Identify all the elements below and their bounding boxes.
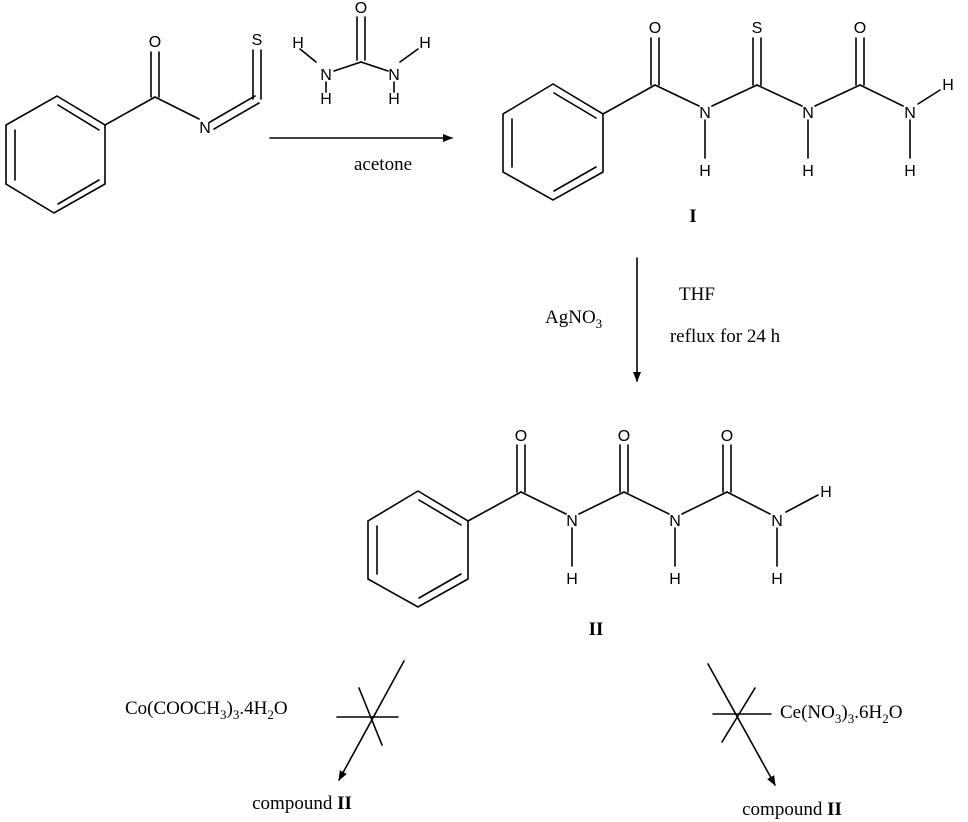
step2-reagent: AgNO3 <box>545 307 602 331</box>
oxygen-atom: O <box>355 0 367 17</box>
compound-II-structure: O N H O N H O N H H <box>367 428 832 608</box>
urea-reagent: O H N H N H H <box>292 0 431 108</box>
hydrogen-atom: H <box>802 163 814 180</box>
failed-reaction-cerium: Ce(NO3)3.6H2O compound II <box>707 663 902 820</box>
compound-I-structure: O N H S N H O N H H <box>502 20 954 201</box>
cobalt-reagent: Co(COOCH3)3.4H2O <box>125 698 288 722</box>
oxygen-atom: O <box>149 34 161 51</box>
cobalt-product: compound II <box>252 793 352 814</box>
nitrogen-atom: N <box>802 105 814 122</box>
nitrogen-atom: N <box>669 513 681 530</box>
hydrogen-atom: H <box>699 163 711 180</box>
compound-II-label: II <box>589 619 604 640</box>
step2-conditions: reflux for 24 h <box>670 326 781 347</box>
oxygen-atom: O <box>721 428 733 445</box>
hydrogen-atom: H <box>566 571 578 588</box>
benzoyl-isothiocyanate: O N S <box>5 32 263 214</box>
sulfur-atom: S <box>752 20 763 37</box>
hydrogen-atom: H <box>904 163 916 180</box>
blocked-cross-mark <box>358 687 383 746</box>
oxygen-atom: O <box>854 20 866 37</box>
step1-condition: acetone <box>354 154 412 175</box>
nitrogen-atom: N <box>566 513 578 530</box>
oxygen-atom: O <box>649 20 661 37</box>
hydrogen-atom: H <box>771 571 783 588</box>
nitrogen-atom: N <box>771 513 783 530</box>
reaction-arrow-cerium <box>707 663 776 786</box>
step2-solvent: THF <box>679 284 715 305</box>
hydrogen-atom: H <box>292 35 304 52</box>
nitrogen-atom: N <box>699 105 711 122</box>
blocked-cross-mark <box>721 687 756 743</box>
oxygen-atom: O <box>515 428 527 445</box>
nitrogen-atom: N <box>199 120 211 137</box>
nitrogen-atom: N <box>320 67 332 84</box>
nitrogen-atom: N <box>904 105 916 122</box>
cerium-reagent: Ce(NO3)3.6H2O <box>780 702 902 726</box>
hydrogen-atom: H <box>942 77 954 94</box>
sulfur-atom: S <box>252 32 263 49</box>
cerium-product: compound II <box>742 799 842 820</box>
hydrogen-atom: H <box>820 484 832 501</box>
hydrogen-atom: H <box>419 35 431 52</box>
hydrogen-atom: H <box>388 91 400 108</box>
oxygen-atom: O <box>618 428 630 445</box>
compound-I-label: I <box>689 206 696 227</box>
nitrogen-atom: N <box>388 67 400 84</box>
hydrogen-atom: H <box>320 91 332 108</box>
failed-reaction-cobalt: Co(COOCH3)3.4H2O compound II <box>125 660 405 814</box>
hydrogen-atom: H <box>669 571 681 588</box>
